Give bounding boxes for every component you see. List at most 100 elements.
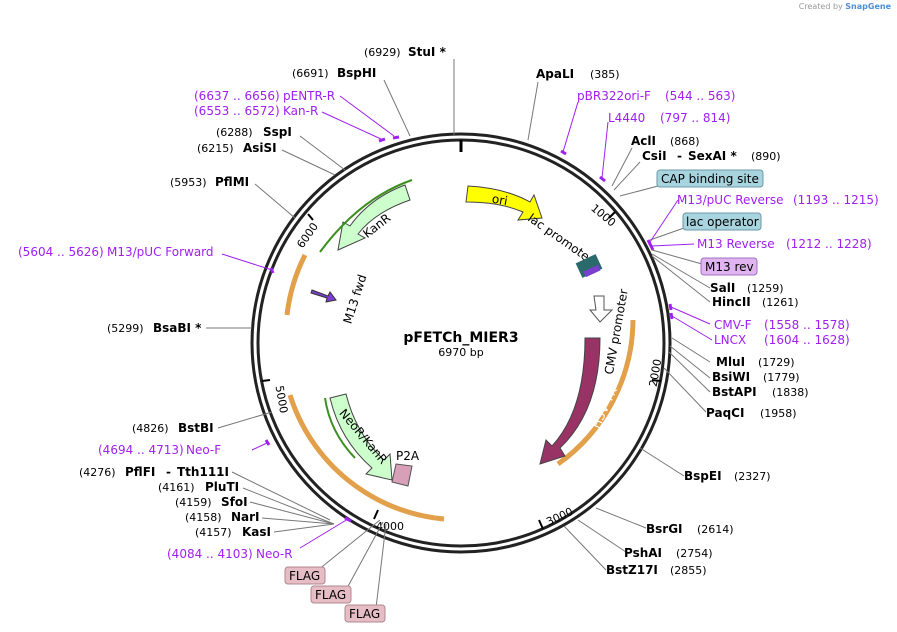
snapgene-credit: Created by SnapGene	[799, 2, 891, 11]
kanr-arrow	[337, 184, 411, 251]
primer-leaders	[221, 95, 713, 549]
p2a-block	[391, 463, 413, 487]
primer-kan-r: (6553 .. 6572) Kan-R	[194, 104, 318, 118]
primer-leader-cmv-f	[670, 306, 711, 325]
ori-arrow	[465, 185, 543, 221]
site-name: BstZ17I	[606, 563, 658, 577]
box-bg	[656, 169, 764, 188]
primer-mark-pentr-r	[392, 135, 400, 140]
site-name: CsiI	[642, 149, 667, 163]
site-dash: -	[166, 465, 171, 479]
box-bg	[284, 566, 326, 585]
lac-feature-block	[575, 254, 603, 278]
site-paqci: PaqCI (1958)	[706, 406, 797, 420]
site-asisi: (6215) AsiSI	[197, 141, 277, 155]
tick-3000	[538, 519, 544, 530]
primer-leader-pbr322ori-f	[562, 101, 579, 153]
site-stui: (6929) StuI *	[364, 45, 447, 59]
site-pos: (4276)	[79, 466, 116, 479]
cmv-promoter-arrow	[588, 295, 614, 323]
hsvtk-arrow	[539, 337, 601, 465]
leader-paqci	[663, 367, 707, 413]
leader-hincii	[651, 255, 711, 303]
primer-m13-reverse: M13 Reverse (1212 .. 1228)	[697, 237, 872, 251]
leader-kasi	[273, 523, 335, 533]
orf-arc-kanr	[284, 253, 308, 316]
primer-range: (6553 .. 6572)	[194, 104, 280, 118]
site-pos: (385)	[590, 68, 620, 81]
site-name-2: SexAI *	[688, 149, 737, 163]
site-name: ApaLI	[536, 67, 574, 81]
site-name: SfoI	[221, 495, 248, 509]
ori-label: ori	[491, 192, 509, 208]
site-sspi: (6288) SspI	[216, 125, 292, 139]
leader-csii	[613, 161, 641, 191]
leader-pflmi	[254, 183, 296, 219]
primer-mark-kan-r	[378, 137, 386, 143]
site-name: PflMI	[215, 175, 249, 189]
site-pos: (1261)	[762, 296, 799, 309]
tick-5000	[261, 379, 271, 382]
primer-name: Neo-F	[186, 443, 221, 457]
kanr-line	[319, 179, 413, 253]
primer-l4440: L4440 (797 .. 814)	[608, 111, 730, 125]
box-bg	[700, 257, 758, 276]
site-name: StuI *	[408, 45, 447, 59]
leader-bspei	[639, 447, 685, 477]
site-pos: (1958)	[760, 407, 797, 420]
flag-box-3: FLAG	[344, 604, 386, 623]
site-sali: SalI (1259)	[710, 281, 784, 295]
site-apali: ApaLI (385)	[536, 67, 620, 81]
site-pos: (1259)	[747, 282, 784, 295]
primer-leader-m13-puc-forward	[221, 253, 273, 271]
site-dash: -	[677, 149, 682, 163]
box-label: lac operator	[686, 215, 759, 229]
tick-1000	[608, 211, 616, 219]
primer-range: (4084 .. 4103)	[167, 547, 253, 561]
primer-range: (4694 .. 4713)	[98, 443, 184, 457]
box-label: FLAG	[349, 607, 380, 621]
site-sfoi: (4159) SfoI	[175, 495, 248, 509]
site-pflmi: (5953) PflMI	[170, 175, 249, 189]
box-label: FLAG	[315, 588, 346, 602]
flag-leader-3	[375, 523, 387, 609]
site-pos: (868)	[670, 135, 700, 148]
primer-range: (1212 .. 1228)	[786, 237, 872, 251]
site-pos: (1729)	[758, 356, 795, 369]
site-name-2: Tth111I	[177, 465, 229, 479]
site-pos: (890)	[751, 150, 781, 163]
flag-leader-2	[345, 521, 384, 591]
site-bsphi: (6691) BspHI	[292, 66, 376, 80]
leader-sali	[651, 253, 711, 289]
primer-range: (1193 .. 1215)	[793, 193, 879, 207]
site-bspei: BspEI (2327)	[684, 469, 771, 483]
lac-operator-box: lac operator	[682, 212, 762, 231]
leader-pluti	[242, 487, 335, 525]
leader-pflfi	[231, 471, 331, 521]
leader-bsphi	[383, 79, 411, 137]
site-bstz17i: BstZ17I (2855)	[606, 563, 707, 577]
primer-mark-pbr322ori-f	[560, 149, 567, 156]
primer-name: LNCX	[714, 333, 746, 347]
leader-bstbi	[217, 411, 273, 429]
site-pos: (2855)	[670, 564, 707, 577]
site-pshai: PshAI (2754)	[624, 546, 713, 560]
tick-label-5000: 5000	[273, 385, 291, 415]
lac-promoter-label: lac promoter	[525, 211, 596, 267]
primer-range: (1604 .. 1628)	[764, 333, 850, 347]
site-name: PshAI	[624, 546, 662, 560]
primer-name: Kan-R	[283, 104, 318, 118]
primer-mark-m13-puc-forward	[269, 267, 275, 274]
site-bsrgi: BsrGI (2614)	[646, 522, 734, 536]
site-kasi: (4157) KasI	[195, 525, 271, 539]
orf-arc-neor	[287, 394, 445, 522]
site-pos: (5299)	[107, 322, 144, 335]
primer-name: Neo-R	[256, 547, 293, 561]
site-pos: (1779)	[763, 371, 800, 384]
primer-name: M13/pUC Reverse	[677, 193, 784, 207]
leader-lac-op	[649, 227, 685, 241]
site-hincii: HincII (1261)	[712, 295, 799, 309]
site-name: PluTI	[205, 480, 239, 494]
neor-line	[324, 397, 356, 459]
primer-leader-m13-reverse	[651, 243, 695, 247]
